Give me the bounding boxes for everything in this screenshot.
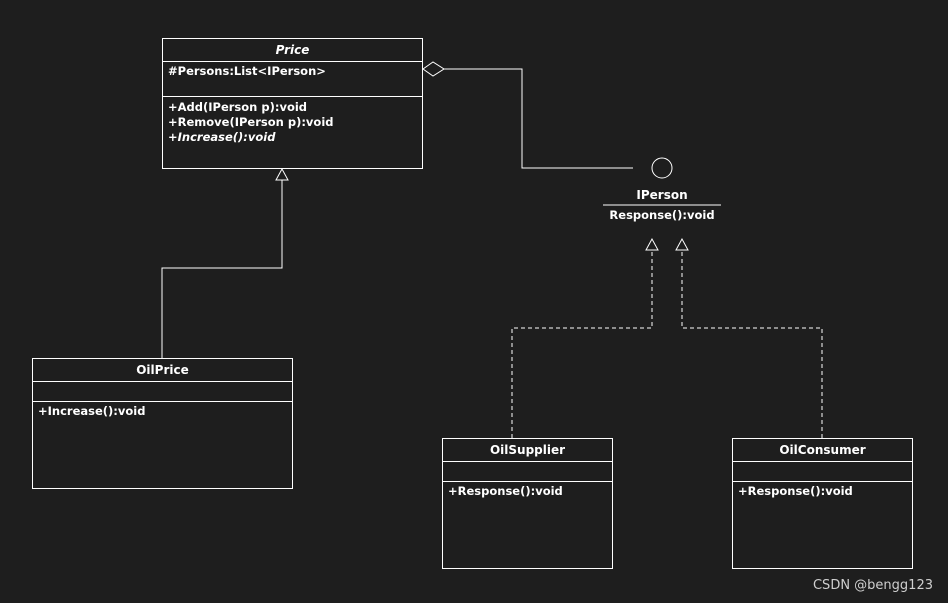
operation: +Increase():void xyxy=(168,130,276,144)
operation: +Response():void xyxy=(448,484,563,498)
operation: +Increase():void xyxy=(38,404,146,418)
operations-section: +Add(IPerson p):void +Remove(IPerson p):… xyxy=(163,97,422,147)
class-price[interactable]: Price #Persons:List<IPerson> +Add(IPerso… xyxy=(162,38,423,169)
operations-section: +Increase():void xyxy=(33,402,292,421)
operation: +Remove(IPerson p):void xyxy=(168,115,334,129)
interface-circle-icon xyxy=(651,157,673,179)
generalization-connector xyxy=(161,167,289,358)
operation: +Response():void xyxy=(738,484,853,498)
attributes-section xyxy=(443,462,612,482)
class-oilconsumer[interactable]: OilConsumer +Response():void xyxy=(732,438,913,569)
attributes-section xyxy=(33,382,292,402)
attributes-section xyxy=(733,462,912,482)
class-name: OilConsumer xyxy=(733,439,912,462)
realization-arrow-head-supplier xyxy=(645,237,659,251)
class-oilsupplier[interactable]: OilSupplier +Response():void xyxy=(442,438,613,569)
interface-operation: Response():void xyxy=(609,208,715,222)
watermark: CSDN @bengg123 xyxy=(812,578,933,593)
attributes-section: #Persons:List<IPerson> xyxy=(163,62,422,97)
interface-name[interactable]: IPerson xyxy=(636,188,688,202)
operation: +Add(IPerson p):void xyxy=(168,100,308,114)
realization-connector-consumer xyxy=(675,237,823,438)
class-name: OilSupplier xyxy=(443,439,612,462)
class-name: Price xyxy=(163,39,422,62)
realization-connector-supplier xyxy=(511,237,659,438)
class-name: OilPrice xyxy=(33,359,292,382)
aggregation-diamond xyxy=(422,61,445,77)
operations-section: +Response():void xyxy=(443,482,612,501)
aggregation-connector xyxy=(422,61,633,169)
realization-arrow-head-consumer xyxy=(675,237,689,251)
attribute: #Persons:List<IPerson> xyxy=(168,64,326,78)
class-oilprice[interactable]: OilPrice +Increase():void xyxy=(32,358,293,489)
operations-section: +Response():void xyxy=(733,482,912,501)
inheritance-arrow-head xyxy=(275,167,289,181)
